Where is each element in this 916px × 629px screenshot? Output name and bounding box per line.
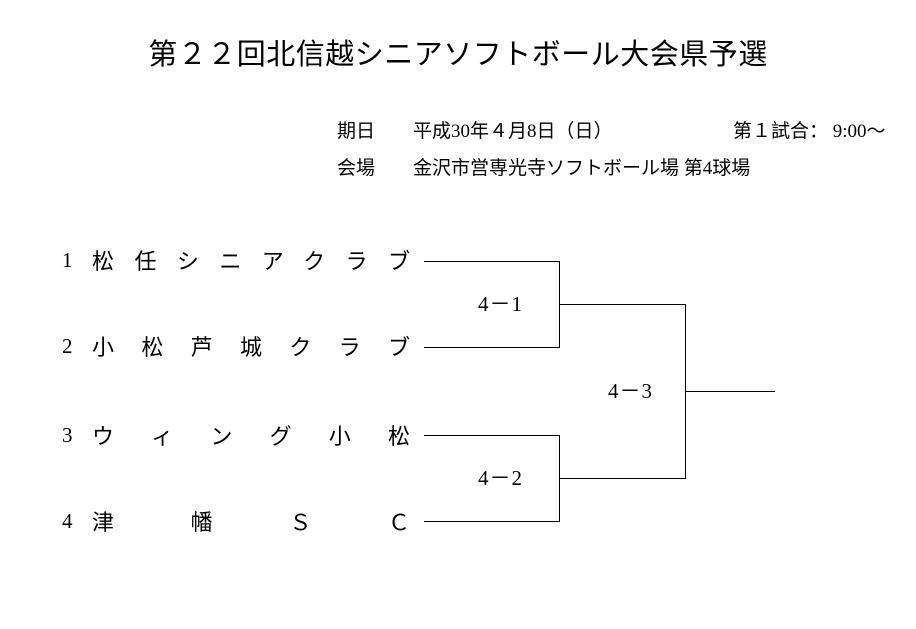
team-name: 津幡ＳＣ	[92, 510, 410, 535]
bracket-line-team-1	[424, 261, 560, 262]
team-seed: 1	[62, 247, 73, 272]
team-name: ウィング小松	[92, 424, 410, 449]
team-seed: 4	[62, 508, 73, 533]
team-seed: 2	[62, 333, 73, 358]
bracket-team-1: 1 松任シニアクラブ	[62, 245, 410, 275]
bracket-line-champion	[685, 391, 775, 392]
bracket-line-team-3	[424, 435, 560, 436]
team-name: 小松芦城クラブ	[92, 335, 410, 360]
first-match-time: 第１試合： 9:00〜	[733, 121, 886, 142]
match-score-semifinal-1: 4－1	[478, 292, 523, 316]
match-score-final: 4－3	[608, 379, 653, 403]
bracket-team-3: 3 ウィング小松	[62, 420, 410, 450]
team-name: 松任シニアクラブ	[92, 249, 410, 274]
bracket-line-team-4	[424, 521, 560, 522]
bracket-line-semifinal-2-winner	[559, 478, 686, 479]
bracket-team-2: 2 小松芦城クラブ	[62, 331, 410, 361]
event-venue-line: 会場 金沢市営専光寺ソフトボール場 第4球場	[337, 158, 751, 179]
bracket-team-4: 4 津幡ＳＣ	[62, 506, 410, 536]
page-title: 第２２回北信越シニアソフトボール大会県予選	[148, 39, 768, 71]
bracket-line-team-2	[424, 347, 560, 348]
team-seed: 3	[62, 422, 73, 447]
event-date-line: 期日 平成30年４月8日（日）	[337, 121, 613, 142]
match-score-semifinal-2: 4－2	[478, 466, 523, 490]
bracket-line-semifinal-1-winner	[559, 304, 686, 305]
